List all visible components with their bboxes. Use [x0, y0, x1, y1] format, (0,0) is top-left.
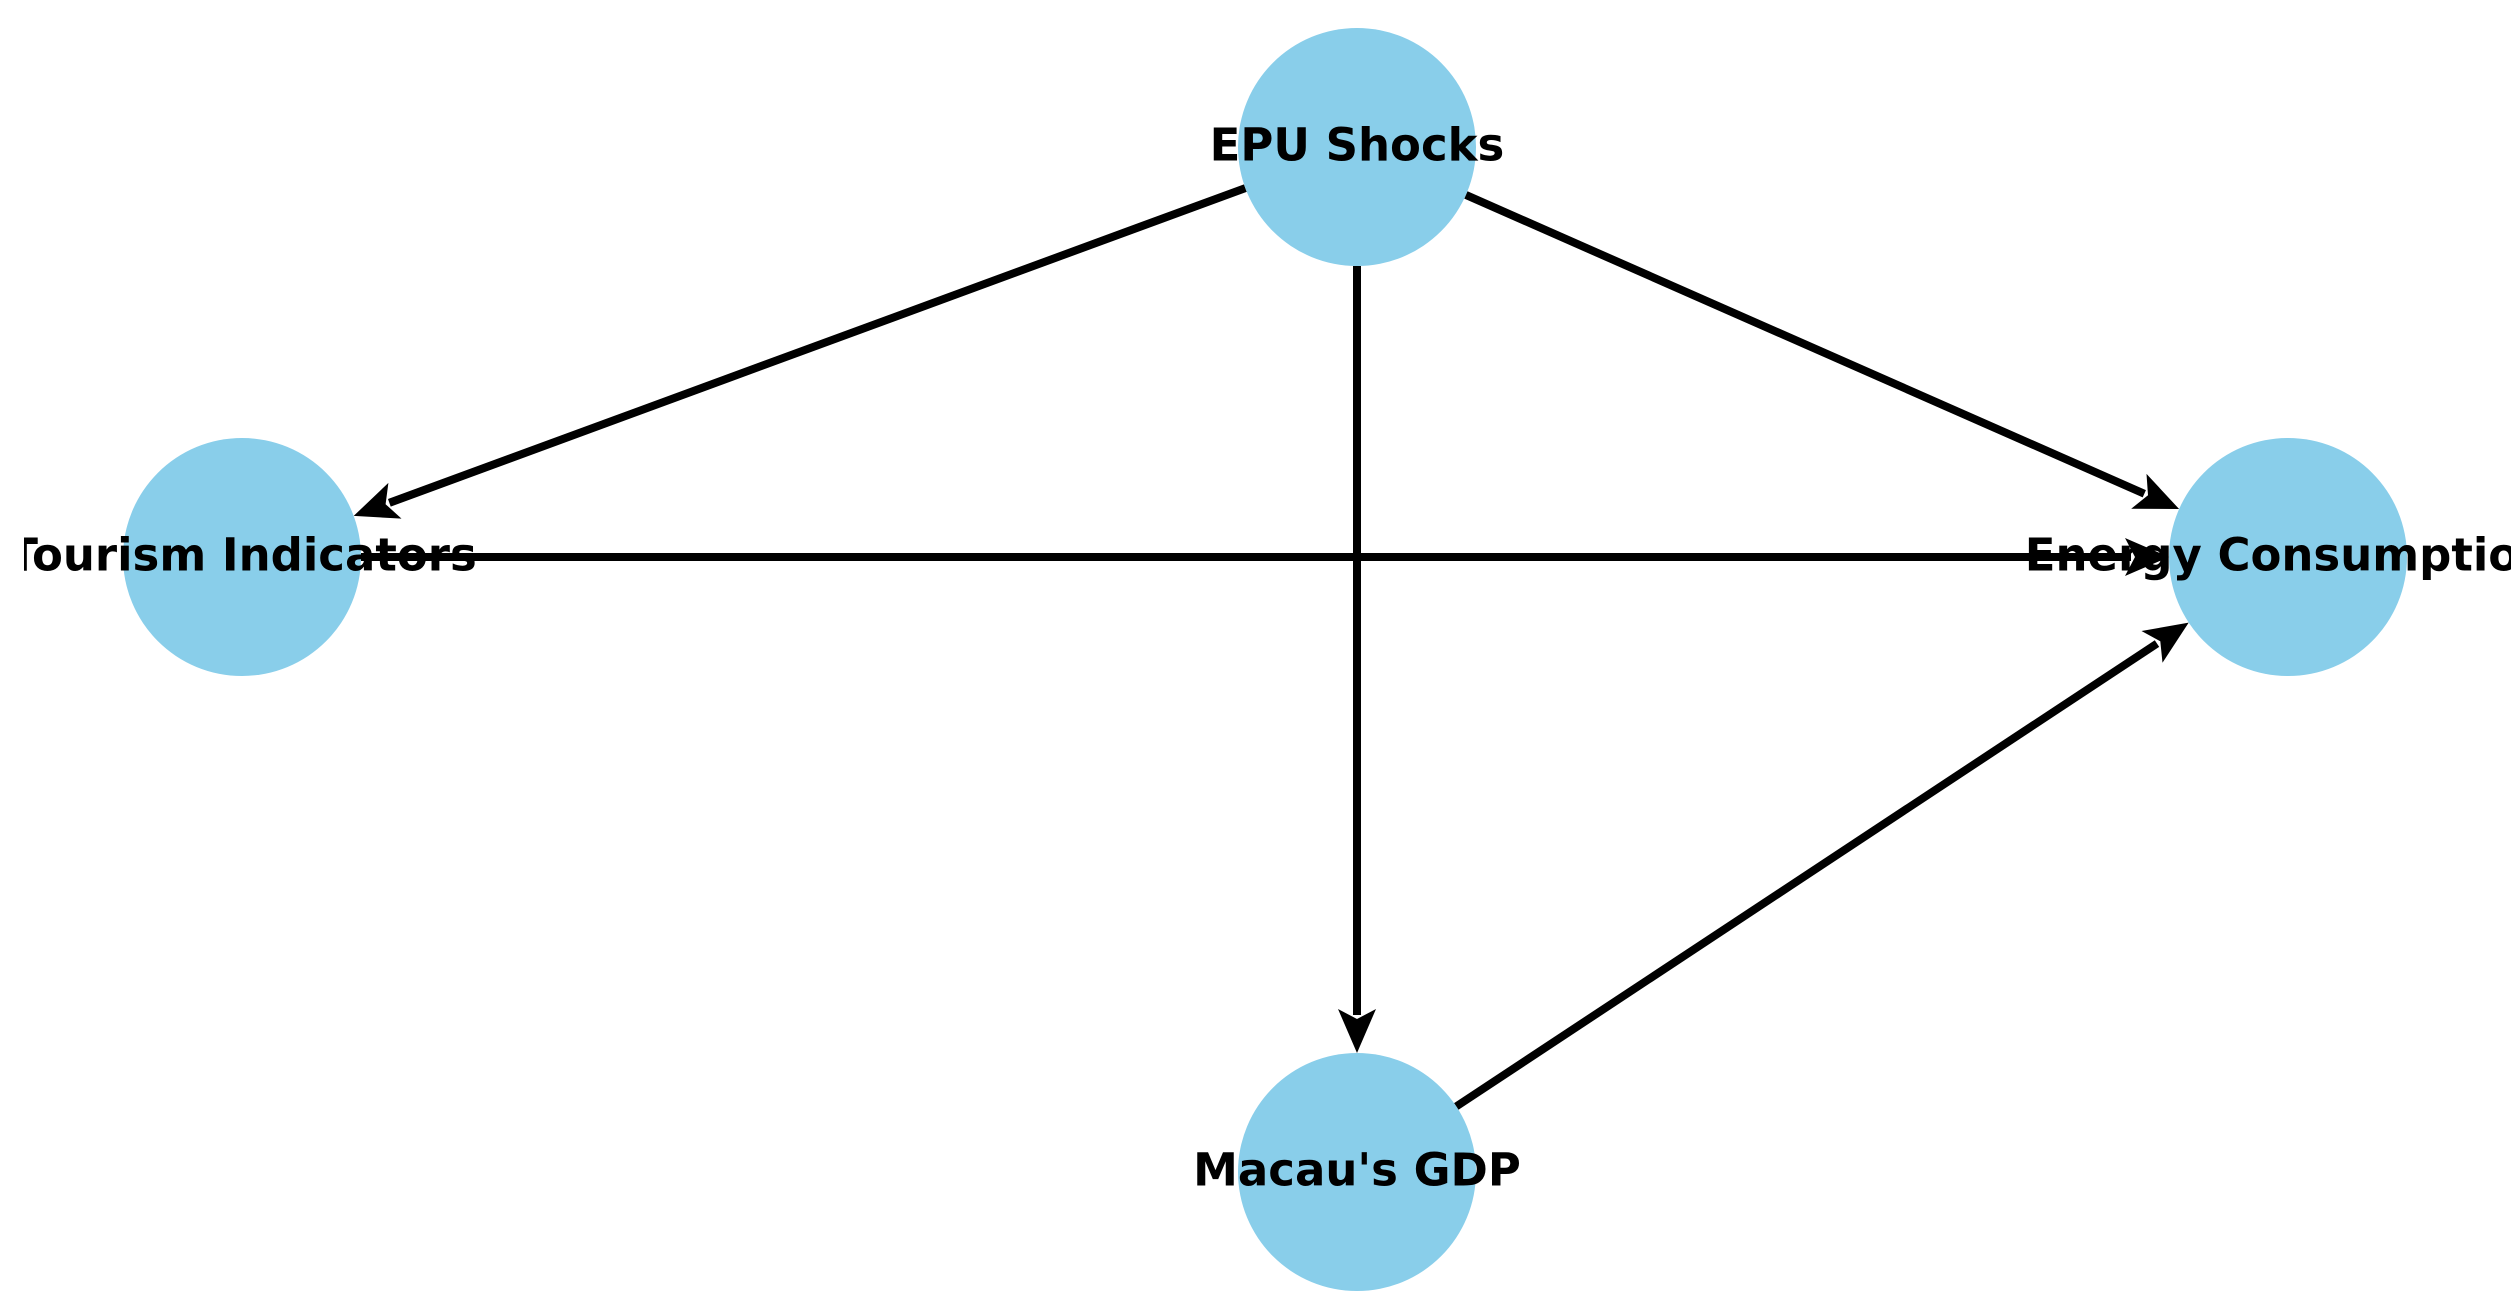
edge-epu-to-tourism: [353, 184, 1247, 519]
node-label-epu-shocks: EPU Shocks: [1210, 119, 1505, 172]
node-epu-shocks: [1238, 28, 1476, 266]
node-macau-gdp: [1238, 1053, 1476, 1291]
edge-line: [387, 184, 1247, 507]
node-energy-consumption: [2169, 438, 2407, 676]
edge-epu-to-gdp: [1338, 266, 1376, 1053]
node-tourism-indicators: [123, 438, 361, 676]
labels: EPU Shocks Tourism Indicators Energy Con…: [7, 119, 2511, 1197]
edges: [353, 184, 2189, 1110]
edge-epu-to-energy: [1464, 191, 2180, 509]
node-label-energy-consumption: Energy Consumption: [2025, 529, 2511, 582]
node-label-tourism-indicators: Tourism Indicators: [7, 529, 477, 582]
edge-gdp-to-energy: [1454, 622, 2189, 1110]
arrowhead-icon: [2125, 538, 2169, 576]
edge-line: [1454, 640, 2160, 1110]
arrowhead-icon: [2141, 622, 2189, 663]
node-label-macau-gdp: Macau's GDP: [1193, 1144, 1521, 1197]
nodes: [123, 28, 2407, 1291]
arrowhead-icon: [353, 482, 402, 519]
edge-tourism-to-energy: [361, 538, 2169, 576]
edge-line: [1464, 191, 2146, 498]
arrowhead-icon: [1338, 1009, 1376, 1053]
arrowhead-icon: [2131, 473, 2180, 509]
